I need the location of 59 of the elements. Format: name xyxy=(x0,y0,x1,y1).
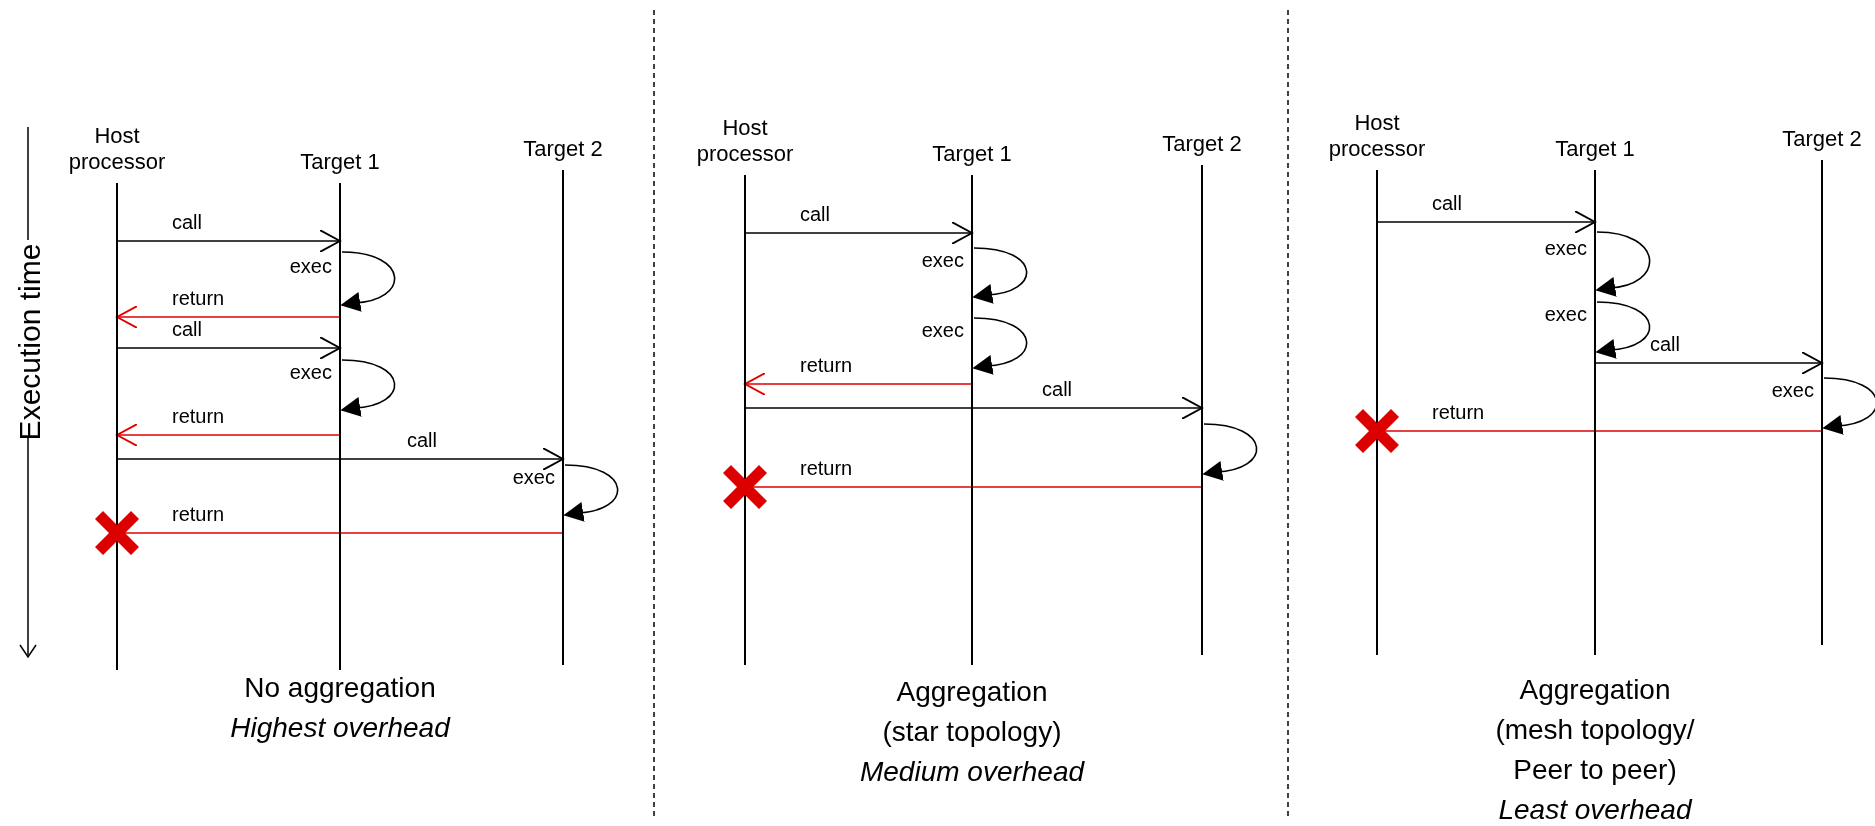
self-call-arrow xyxy=(340,251,396,312)
call-arrow xyxy=(116,336,341,360)
caption: Highest overhead xyxy=(230,711,450,745)
caption: No aggregation xyxy=(244,671,436,705)
message-label: exec xyxy=(921,319,964,342)
message-label: call xyxy=(1432,192,1462,215)
call-arrow xyxy=(116,229,341,253)
message-label: return xyxy=(172,405,225,428)
message-label: exec xyxy=(512,466,555,489)
message-label: return xyxy=(1432,401,1485,424)
message-label: call xyxy=(172,211,202,234)
message-label: return xyxy=(172,287,225,310)
lifeline-label: Target 2 xyxy=(1781,126,1863,153)
lifeline-label: Host processor xyxy=(1327,110,1427,163)
call-arrow xyxy=(744,221,973,245)
message-label: return xyxy=(800,457,853,480)
call-arrow xyxy=(1594,351,1823,375)
message-label: return xyxy=(800,354,853,377)
self-call-arrow xyxy=(1822,377,1875,435)
lifeline-label: Target 1 xyxy=(299,149,381,176)
message-label: exec xyxy=(1544,237,1587,260)
axis-title: Execution time xyxy=(13,243,47,441)
lifeline-label: Target 1 xyxy=(1554,136,1636,163)
message-label: call xyxy=(406,429,437,452)
message-label: exec xyxy=(921,248,964,272)
self-call-arrow xyxy=(563,464,619,522)
return-arrow xyxy=(116,305,341,329)
lifeline-label: Host processor xyxy=(695,115,795,168)
self-call-arrow xyxy=(972,317,1028,375)
return-arrow xyxy=(116,423,341,447)
termination-cross-icon xyxy=(1355,409,1399,453)
call-arrow xyxy=(1376,210,1596,234)
message-label: exec xyxy=(289,254,332,278)
self-call-arrow xyxy=(340,359,396,417)
self-call-arrow xyxy=(1595,301,1651,359)
message-label: call xyxy=(172,318,202,341)
caption: Least overhead xyxy=(1498,793,1692,826)
message-label: exec xyxy=(1771,379,1814,402)
call-arrow xyxy=(744,396,1203,420)
message-label: return xyxy=(172,503,225,526)
self-call-arrow xyxy=(972,247,1028,304)
message-label: call xyxy=(1650,333,1680,356)
termination-cross-icon xyxy=(723,465,767,509)
self-call-arrow xyxy=(1202,423,1258,481)
message-label: exec xyxy=(289,361,332,384)
message-label: call xyxy=(1042,378,1073,401)
self-call-arrow xyxy=(1595,231,1651,297)
caption: Aggregation (star topology) xyxy=(881,675,1063,749)
call-arrow xyxy=(116,447,564,471)
message-label: call xyxy=(800,203,830,226)
lifeline-label: Host processor xyxy=(67,123,167,176)
caption: Aggregation (mesh topology/ Peer to peer) xyxy=(1494,673,1696,787)
message-label: exec xyxy=(1544,303,1587,326)
lifeline-label: Target 2 xyxy=(1161,131,1243,158)
caption: Medium overhead xyxy=(859,755,1085,789)
termination-cross-icon xyxy=(95,511,139,555)
lifeline-label: Target 1 xyxy=(931,141,1013,168)
lifeline-label: Target 2 xyxy=(522,136,604,163)
return-arrow xyxy=(744,372,973,396)
